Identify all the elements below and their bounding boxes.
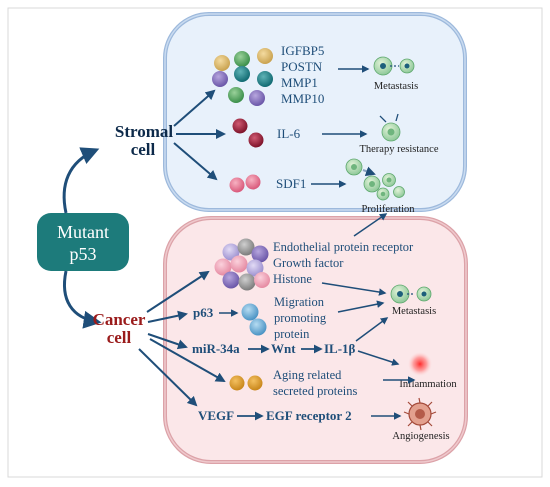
cancer-title: Cancer — [93, 310, 146, 329]
arrow-stromal-factors — [173, 89, 216, 127]
metastasis-cell-icon — [373, 56, 415, 76]
wnt-label: Wnt — [271, 341, 296, 356]
sdf1-protein-icon — [229, 174, 261, 193]
migration-protein-icon — [241, 303, 267, 336]
cancer-outcome-inflammation: Inflammation — [399, 379, 457, 390]
endothelial-protein-cluster-icon — [214, 238, 270, 291]
arrow-cancer-aging — [149, 338, 226, 382]
migration-line3: protein — [274, 327, 310, 341]
aging-line1: Aging related — [273, 368, 342, 382]
stromal-factor-proteins-icon — [212, 48, 273, 106]
aging-protein-icon — [229, 375, 263, 391]
aging-line2: secreted proteins — [273, 384, 357, 398]
group1-endothelial: Endothelial protein receptor — [273, 240, 414, 254]
group1-histone: Histone — [273, 272, 312, 286]
group1-growth-factor: Growth factor — [273, 256, 344, 270]
arrow-to-stromal — [62, 147, 100, 214]
il1b-label: IL-1β — [324, 341, 356, 356]
stromal-outcome-proliferation: Proliferation — [361, 204, 415, 215]
stromal-title-line2: cell — [131, 140, 156, 159]
cancer-title-line2: cell — [107, 328, 132, 347]
factor-postn: POSTN — [281, 59, 323, 74]
cancer-metastasis-cell-icon — [390, 284, 432, 304]
cancer-outcome-angiogenesis: Angiogenesis — [392, 431, 449, 442]
arrow-stromal-sdf1 — [173, 142, 218, 181]
p63-label: p63 — [193, 305, 214, 320]
vegf-label: VEGF — [198, 408, 234, 423]
arrow-cancer-p63 — [147, 310, 188, 323]
stromal-title: Stromal — [115, 122, 174, 141]
inflammation-icon — [408, 352, 432, 376]
stromal-outcome-metastasis: Metastasis — [374, 81, 418, 92]
arrow-cancer-group1 — [146, 270, 210, 313]
arrow-to-cancer — [63, 270, 102, 329]
therapy-resistance-cell-icon — [379, 113, 401, 142]
factor-igfbp5: IGFBP5 — [281, 43, 324, 58]
p53-label: p53 — [70, 244, 97, 264]
il6-protein-icon — [232, 118, 264, 148]
arrow-cancer-mir34a — [147, 333, 188, 350]
migration-line2: promoting — [274, 311, 327, 325]
cancer-outcome-metastasis: Metastasis — [392, 306, 436, 317]
egfr2-label: EGF receptor 2 — [266, 408, 352, 423]
factor-mmp1: MMP1 — [281, 75, 318, 90]
angiogenesis-cell-icon — [403, 397, 437, 431]
stromal-outcome-therapy-resistance: Therapy resistance — [359, 144, 438, 155]
mutant-p53-box — [37, 213, 129, 271]
mir34a-label: miR-34a — [192, 341, 240, 356]
mutant-label: Mutant — [57, 222, 109, 242]
arrow-cancer-vegf — [138, 348, 198, 407]
stromal-sdf1-label: SDF1 — [276, 176, 306, 191]
factor-mmp10: MMP10 — [281, 91, 324, 106]
proliferation-cells-icon — [345, 158, 405, 201]
migration-line1: Migration — [274, 295, 325, 309]
stromal-il6-label: IL-6 — [277, 126, 301, 141]
